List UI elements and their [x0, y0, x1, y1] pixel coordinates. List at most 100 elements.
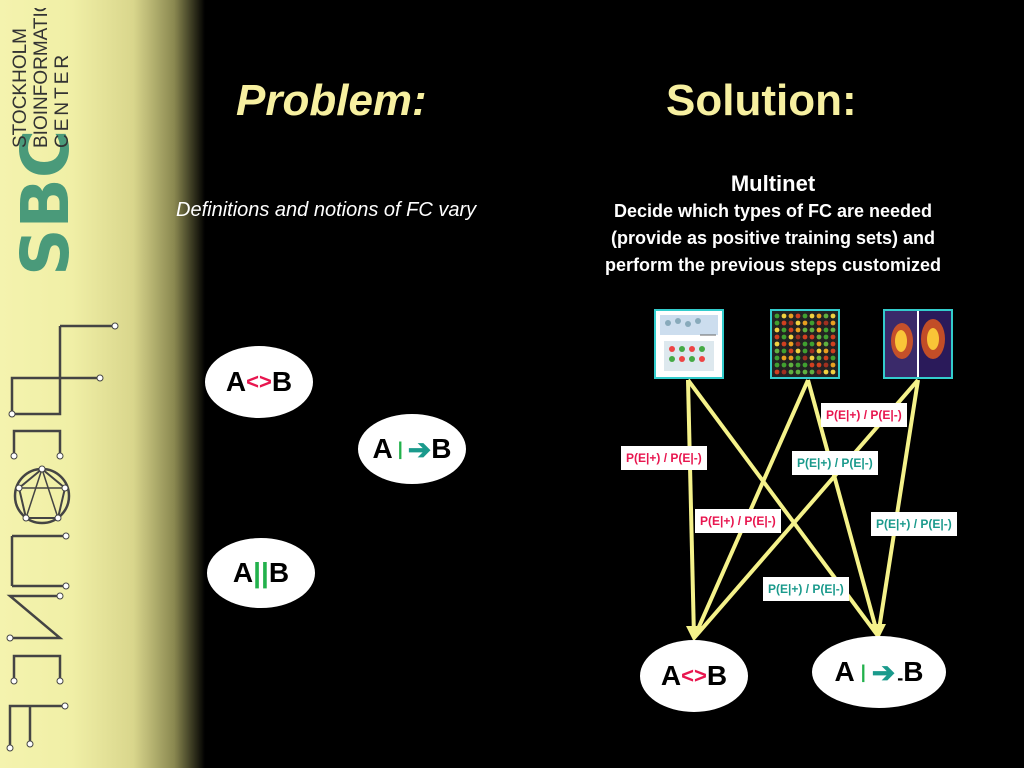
expression-spot: [781, 320, 787, 326]
expression-spot: [830, 369, 836, 375]
expression-spot: [809, 341, 815, 347]
node-b-label: B: [903, 656, 924, 687]
node-b-label: B: [268, 557, 290, 588]
expression-spot: [802, 369, 808, 375]
multinet-line-1: Decide which types of FC are needed: [613, 201, 933, 221]
microarray-icon: [654, 309, 724, 379]
oval-parallel: A||B: [207, 538, 315, 608]
expression-spot: [774, 348, 780, 354]
expression-spot: [823, 362, 829, 368]
expression-spot: [830, 320, 836, 326]
institute-line2: BIOINFORMATICS: [31, 8, 52, 148]
expression-spot: [816, 320, 822, 326]
likelihood-box-4: P(E|+) / P(E|-): [695, 509, 781, 533]
oval-physical-interaction: A<>B: [205, 346, 313, 418]
multinet-line-3: perform the previous steps customized: [604, 255, 942, 275]
expression-spot: [781, 369, 787, 375]
expression-spot: [788, 327, 794, 333]
expression-spot: [816, 355, 822, 361]
expression-spot: [795, 348, 801, 354]
oval-regulation: A|➔B: [358, 414, 466, 484]
expression-spot: [802, 327, 808, 333]
expression-spot: [781, 334, 787, 340]
expression-spot: [795, 369, 801, 375]
expression-spot: [830, 341, 836, 347]
expression-spot: [795, 313, 801, 319]
likelihood-box-1: P(E|+) / P(E|-): [821, 403, 907, 427]
link-6: [876, 379, 920, 637]
problem-title: Problem:: [236, 76, 427, 125]
expression-spot: [788, 348, 794, 354]
solution-title: Solution:: [666, 76, 857, 125]
target-oval-physical: A<>B: [640, 640, 748, 712]
node-a-label: A: [232, 557, 254, 588]
expression-spot: [830, 327, 836, 333]
expression-spot: [816, 313, 822, 319]
expression-spot: [816, 341, 822, 347]
bar-symbol: |: [860, 661, 866, 682]
interaction-symbol: <>: [681, 663, 707, 688]
likelihood-box-5: P(E|+) / P(E|-): [871, 512, 957, 536]
expression-spot: [788, 341, 794, 347]
arrowheads: [686, 624, 886, 642]
minus-symbol: -: [897, 667, 904, 688]
expression-spot: [795, 355, 801, 361]
expression-spot: [781, 313, 787, 319]
expression-spot: [774, 355, 780, 361]
expression-spot: [809, 313, 815, 319]
expression-spot: [823, 327, 829, 333]
right-arrow-icon: ➔: [407, 433, 432, 465]
expression-spot: [774, 327, 780, 333]
expression-spot: [830, 348, 836, 354]
expression-spot: [816, 369, 822, 375]
node-a-label: A: [834, 656, 855, 687]
likelihood-box-2: P(E|+) / P(E|-): [621, 446, 707, 470]
expression-spot: [781, 341, 787, 347]
expression-spot: [816, 362, 822, 368]
expression-spot: [809, 355, 815, 361]
expression-spot: [802, 313, 808, 319]
expression-spot: [830, 334, 836, 340]
expression-spot: [788, 320, 794, 326]
expression-spot: [816, 348, 822, 354]
node-b-label: B: [706, 660, 728, 691]
expression-spot: [823, 355, 829, 361]
likelihood-box-3: P(E|+) / P(E|-): [792, 451, 878, 475]
sbc-letters: SBC: [7, 130, 76, 276]
expression-spot: [802, 320, 808, 326]
expression-spot: [802, 348, 808, 354]
expression-spot: [823, 369, 829, 375]
expression-spot: [802, 355, 808, 361]
expression-spot: [809, 362, 815, 368]
node-b-label: B: [271, 366, 293, 397]
node-b-label: B: [431, 433, 452, 464]
funcoup-logo: [6, 322, 119, 752]
expression-spot: [823, 313, 829, 319]
institute-line1: STOCKHOLM: [10, 28, 31, 148]
expression-spot: [788, 334, 794, 340]
expression-spot: [830, 362, 836, 368]
link-1: [686, 379, 696, 639]
expression-spot: [823, 348, 829, 354]
expression-spot: [788, 355, 794, 361]
expression-spot: [823, 341, 829, 347]
expression-spot: [795, 341, 801, 347]
expression-spot: [781, 348, 787, 354]
expression-grid-icon: [770, 309, 840, 379]
expression-spot: [788, 369, 794, 375]
expression-spot: [788, 362, 794, 368]
likelihood-box-6: P(E|+) / P(E|-): [763, 577, 849, 601]
expression-spot: [802, 341, 808, 347]
node-a-label: A: [372, 433, 393, 464]
expression-spot: [809, 320, 815, 326]
expression-spot: [788, 313, 794, 319]
expression-spot: [781, 327, 787, 333]
sbc-logo: SBC STOCKHOLM BIOINFORMATICS CENTER: [7, 8, 76, 276]
multinet-description: Multinet Decide which types of FC are ne…: [548, 170, 998, 279]
node-a-label: A: [660, 660, 682, 691]
sidebar: SBC STOCKHOLM BIOINFORMATICS CENTER: [0, 0, 205, 768]
expression-spot: [823, 334, 829, 340]
expression-spot: [795, 327, 801, 333]
expression-spot: [809, 369, 815, 375]
expression-spot: [795, 320, 801, 326]
